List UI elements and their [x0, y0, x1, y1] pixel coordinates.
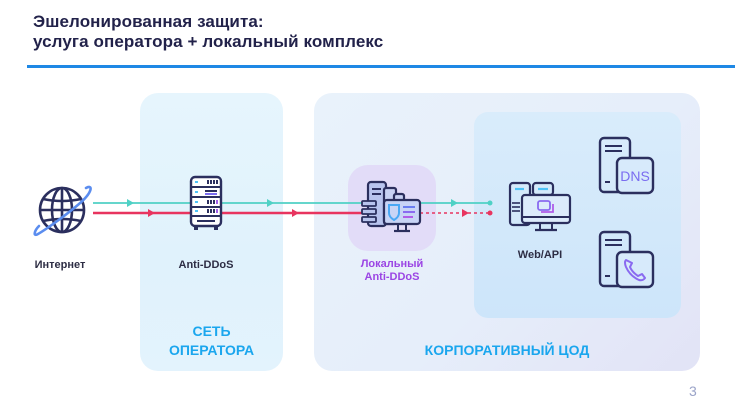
page-number: 3 [689, 383, 697, 399]
operator-zone-label-line-1: СЕТЬ [192, 323, 231, 339]
corporate-zone-label: КОРПОРАТИВНЫЙ ЦОД [424, 342, 590, 358]
dns-label: DNS [620, 168, 650, 184]
title-line-1: Эшелонированная защита: [33, 12, 264, 31]
legit-endpoint [487, 200, 493, 206]
attack-arrow-3 [462, 209, 469, 217]
legit-arrow-3 [451, 199, 458, 207]
anti-ddos-label: Anti-DDoS [178, 259, 234, 271]
title-divider [27, 65, 735, 68]
title-line-2: услуга оператора + локальный комплекс [33, 32, 384, 51]
dns-server-icon: DNS [598, 136, 655, 195]
local-anti-ddos-label-line-1: Локальный [360, 258, 424, 270]
operator-zone-label: СЕТЬ ОПЕРАТОРА [140, 322, 283, 360]
slide-title: Эшелонированная защита: услуга оператора… [33, 12, 383, 52]
local-anti-ddos-label-line-2: Anti-DDoS [364, 271, 420, 283]
internet-label: Интернет [34, 259, 86, 271]
local-protection-icon [361, 180, 422, 233]
web-api-label: Web/API [517, 249, 563, 261]
web-server-icon [508, 181, 572, 232]
operator-zone-label-line-2: ОПЕРАТОРА [168, 342, 255, 358]
legit-arrow-1 [127, 199, 134, 207]
operator-network-zone [140, 93, 283, 371]
phone-server-icon [598, 230, 655, 289]
legit-traffic-line [93, 199, 493, 207]
globe-icon [33, 185, 92, 237]
attack-endpoint [487, 210, 493, 216]
local-anti-ddos-label: Локальный Anti-DDoS [340, 258, 444, 284]
legit-arrow-2 [267, 199, 274, 207]
server-rack-icon [189, 175, 223, 230]
attack-arrow-2 [292, 209, 299, 217]
attack-arrow-1 [148, 209, 155, 217]
attack-traffic-line [93, 209, 493, 217]
